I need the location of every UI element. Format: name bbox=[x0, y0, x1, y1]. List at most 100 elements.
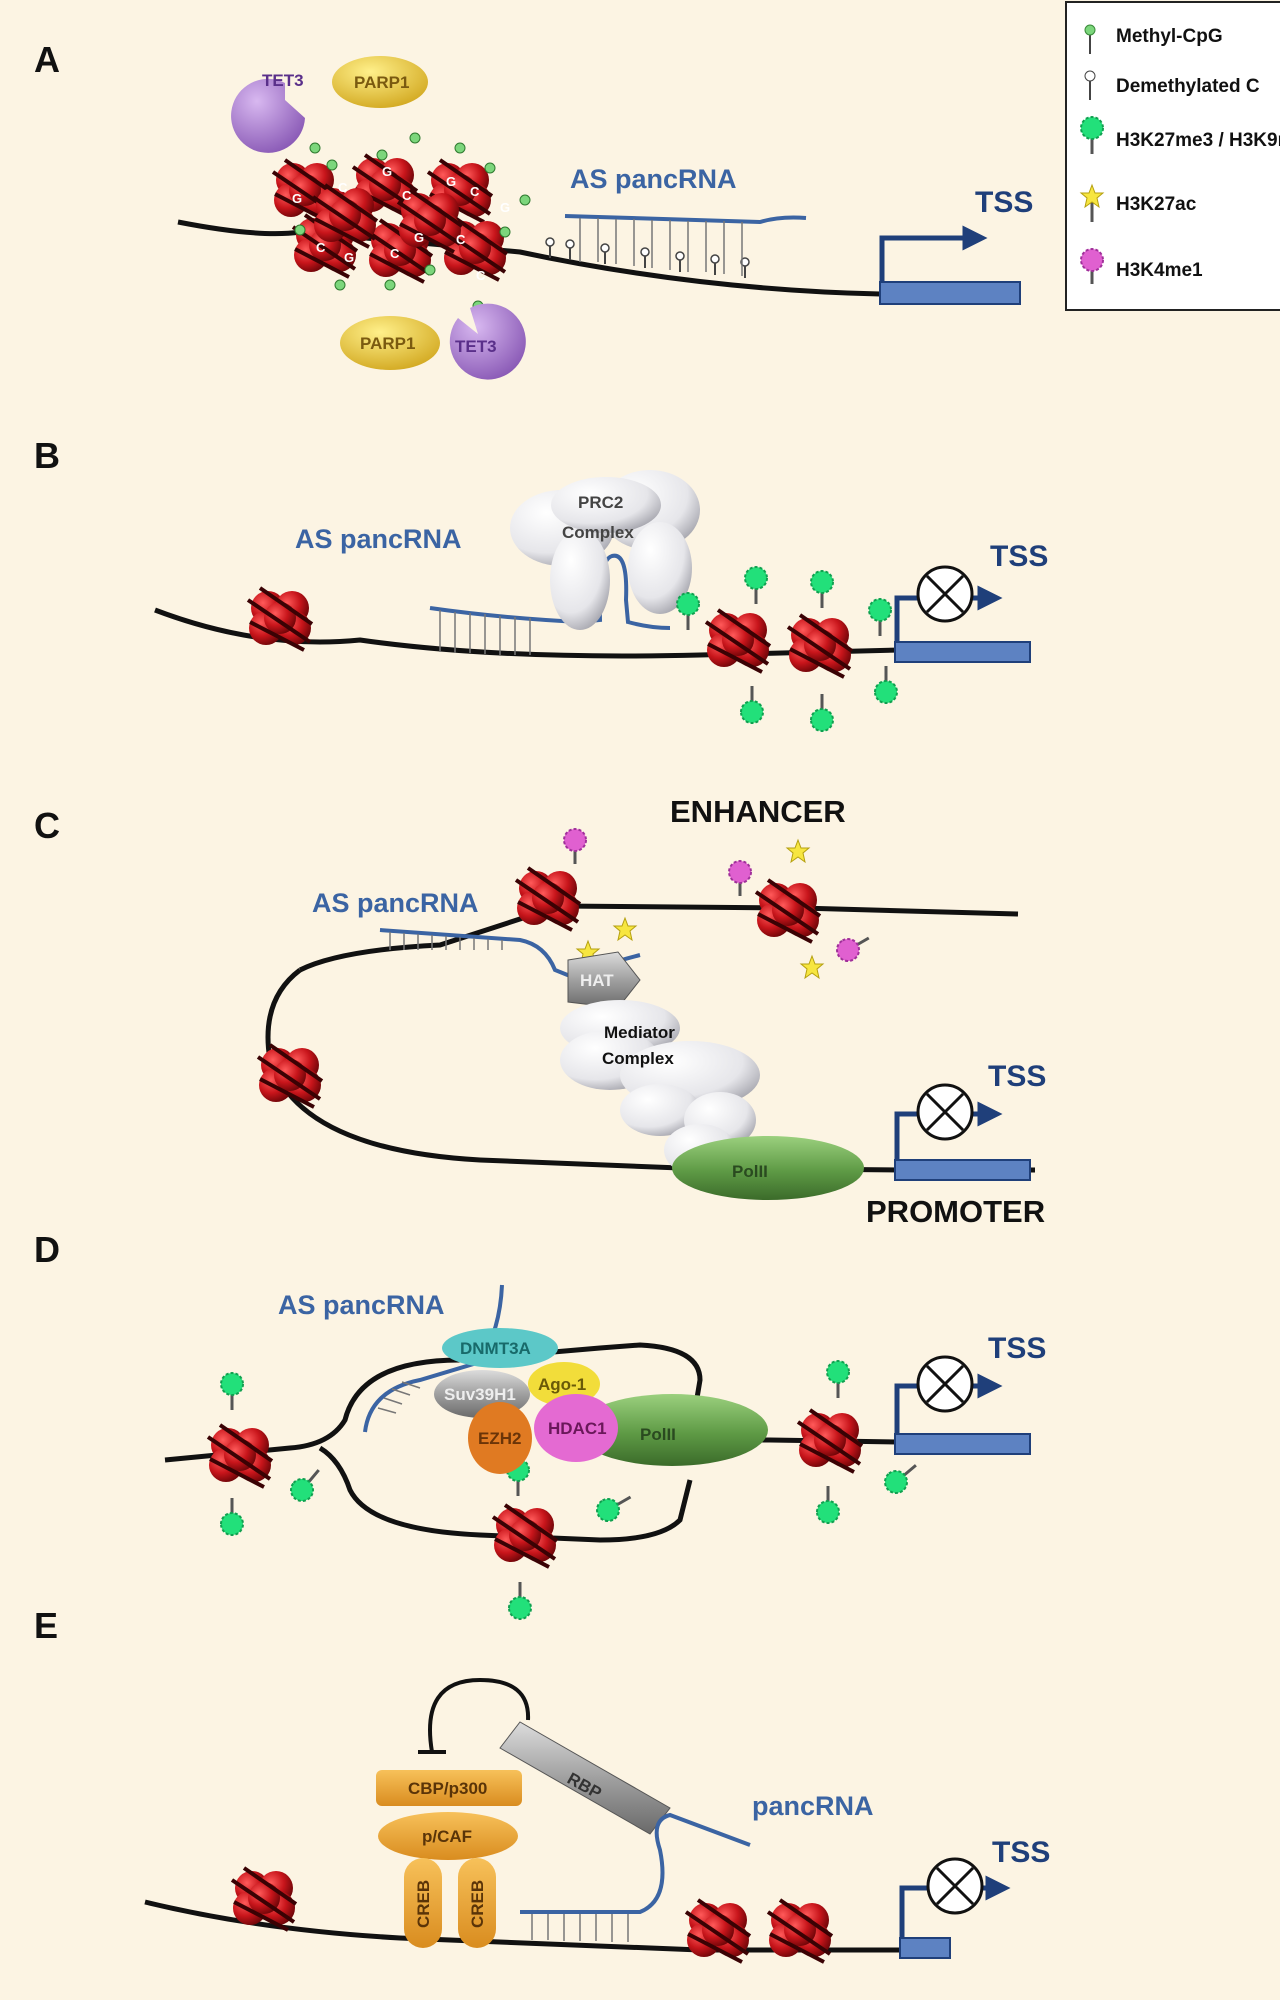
as-pancrna-label-b: AS pancRNA bbox=[295, 524, 462, 554]
svg-text:p/CAF: p/CAF bbox=[422, 1827, 472, 1846]
svg-text:HDAC1: HDAC1 bbox=[548, 1419, 607, 1438]
panel-letter-b: B bbox=[34, 435, 60, 476]
svg-text:EZH2: EZH2 bbox=[478, 1429, 521, 1448]
promoter-label: PROMOTER bbox=[866, 1194, 1045, 1229]
tss-label-a: TSS bbox=[975, 186, 1033, 219]
svg-text:CREB: CREB bbox=[414, 1880, 433, 1928]
hat-enzyme: HAT bbox=[567, 951, 641, 1009]
legend-h3k27ac-label: H3K27ac bbox=[1116, 194, 1197, 215]
polii-c: PolII bbox=[672, 1136, 864, 1200]
methyl-marks-a bbox=[294, 132, 531, 312]
as-pancrna-label-a: AS pancRNA bbox=[570, 164, 737, 194]
dna-bubble-d-lower bbox=[318, 1445, 693, 1543]
tss-label-d: TSS bbox=[988, 1332, 1046, 1365]
nucleosome-d-2 bbox=[491, 1503, 559, 1569]
tss-label-c: TSS bbox=[988, 1060, 1046, 1093]
enhancer-label: ENHANCER bbox=[670, 794, 846, 829]
tss-blocked-icon-e bbox=[926, 1857, 984, 1915]
as-pancrna-label-d: AS pancRNA bbox=[278, 1290, 445, 1320]
nucleosome-e-1 bbox=[230, 1866, 298, 1932]
svg-text:DNMT3A: DNMT3A bbox=[460, 1339, 531, 1358]
svg-text:C: C bbox=[402, 188, 412, 203]
tet3-top: TET3 bbox=[231, 71, 305, 153]
svg-text:C: C bbox=[390, 246, 400, 261]
svg-text:TET3: TET3 bbox=[455, 337, 497, 356]
svg-text:PolII: PolII bbox=[640, 1425, 676, 1444]
parp1-top: PARP1 bbox=[332, 56, 428, 108]
nucleosome-c-2 bbox=[514, 866, 582, 932]
panel-b: B AS pancRNA PRC2 Complex bbox=[34, 435, 1048, 733]
svg-text:HAT: HAT bbox=[580, 971, 614, 990]
nucleosome-b-3 bbox=[786, 613, 854, 679]
ezh2: EZH2 bbox=[468, 1402, 532, 1474]
svg-text:CREB: CREB bbox=[468, 1880, 487, 1928]
panel-letter-e: E bbox=[34, 1605, 58, 1646]
as-pancrna-label-c: AS pancRNA bbox=[312, 888, 479, 918]
svg-text:G: G bbox=[446, 174, 456, 189]
svg-text:G: G bbox=[500, 200, 510, 215]
nucleosome-d-1 bbox=[206, 1423, 274, 1489]
svg-text:PolII: PolII bbox=[732, 1162, 768, 1181]
svg-text:Ago-1: Ago-1 bbox=[538, 1375, 586, 1394]
tss-blocked-icon-c bbox=[916, 1083, 974, 1141]
svg-text:G: G bbox=[414, 230, 424, 245]
legend-demethyl-label: Demethylated C bbox=[1116, 76, 1260, 97]
svg-text:C: C bbox=[456, 232, 466, 247]
cpg-letters-a: G C G C G C C G C G C C G bbox=[292, 164, 510, 283]
legend-h3k4me1-label: H3K4me1 bbox=[1116, 260, 1203, 281]
mediator-complex: Mediator Complex bbox=[560, 1000, 760, 1176]
svg-text:PARP1: PARP1 bbox=[354, 73, 409, 92]
polii-d: PolII bbox=[576, 1394, 768, 1466]
svg-text:C: C bbox=[470, 184, 480, 199]
svg-text:G: G bbox=[382, 164, 392, 179]
dna-bubble-d bbox=[164, 1342, 1031, 1463]
panel-c: C ENHANCER AS pancRNA HAT bbox=[34, 794, 1046, 1229]
creb-complex: CBP/p300 p/CAF CREB CREB bbox=[376, 1770, 522, 1948]
panel-letter-a: A bbox=[34, 39, 60, 80]
tss-c bbox=[894, 1083, 1031, 1181]
legend-methyl-label: Methyl-CpG bbox=[1116, 26, 1223, 47]
svg-text:CBP/p300: CBP/p300 bbox=[408, 1779, 487, 1798]
svg-text:G: G bbox=[292, 191, 302, 206]
svg-text:Suv39H1: Suv39H1 bbox=[444, 1385, 516, 1404]
legend-h3k27me3-label: H3K27me3 / H3K9me3 bbox=[1116, 130, 1280, 151]
legend-h3k27ac-icon bbox=[1080, 184, 1104, 222]
nucleosome-e-2 bbox=[684, 1898, 752, 1964]
legend: Methyl-CpG Demethylated C H3K27me3 / H3K… bbox=[1065, 1, 1280, 311]
tss-blocked-icon-b bbox=[916, 565, 974, 623]
tss-e bbox=[899, 1857, 1011, 1959]
dna-strand-b bbox=[154, 607, 901, 659]
as-pancrna-a bbox=[564, 214, 807, 276]
tss-d bbox=[894, 1355, 1031, 1455]
svg-text:G: G bbox=[344, 250, 354, 265]
legend-demethyl-icon bbox=[1084, 70, 1096, 100]
pancrna-label-e: pancRNA bbox=[752, 1791, 874, 1821]
svg-text:PARP1: PARP1 bbox=[360, 334, 415, 353]
parp1-bottom: PARP1 bbox=[340, 316, 440, 370]
hdac1: HDAC1 bbox=[534, 1394, 618, 1462]
svg-text:PRC2: PRC2 bbox=[578, 493, 623, 512]
svg-text:Complex: Complex bbox=[602, 1049, 674, 1068]
nucleosome-e-3 bbox=[766, 1898, 834, 1964]
svg-text:Complex: Complex bbox=[562, 523, 634, 542]
svg-text:C: C bbox=[476, 268, 486, 283]
tss-label-b: TSS bbox=[990, 540, 1048, 573]
pancrna-e bbox=[520, 1812, 751, 1942]
nucleosome-d-3 bbox=[796, 1408, 864, 1474]
prc2-complex: PRC2 Complex bbox=[510, 470, 700, 630]
rbp: RBP bbox=[499, 1721, 671, 1835]
nucleosome-b-2 bbox=[704, 608, 772, 674]
panel-d: D AS pancRNA DNMT3A bbox=[34, 1229, 1046, 1621]
panel-letter-d: D bbox=[34, 1229, 60, 1270]
tss-a bbox=[879, 225, 1021, 305]
dnmt3a: DNMT3A bbox=[442, 1328, 558, 1368]
svg-text:C: C bbox=[316, 240, 326, 255]
svg-text:Mediator: Mediator bbox=[604, 1023, 675, 1042]
dna-strand-a bbox=[177, 219, 1020, 297]
svg-text:C: C bbox=[338, 180, 348, 195]
panel-a: A G C G C G C C G C G C C G bbox=[34, 39, 1033, 380]
inhibition-arc bbox=[428, 1677, 531, 1753]
legend-methyl-icon bbox=[1084, 24, 1096, 54]
tss-blocked-icon-d bbox=[916, 1355, 974, 1413]
